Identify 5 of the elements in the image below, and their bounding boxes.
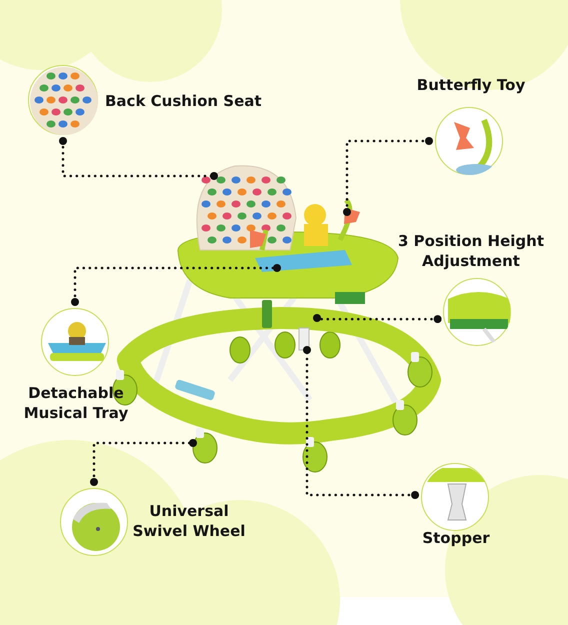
feature-label: Universal Swivel Wheel — [132, 501, 246, 541]
feature-label: Back Cushion Seat — [105, 91, 263, 111]
feature-label: Stopper — [421, 528, 491, 548]
feature-label: 3 Position Height Adjustment — [396, 231, 545, 271]
feature-label: Butterfly Toy — [416, 75, 526, 95]
